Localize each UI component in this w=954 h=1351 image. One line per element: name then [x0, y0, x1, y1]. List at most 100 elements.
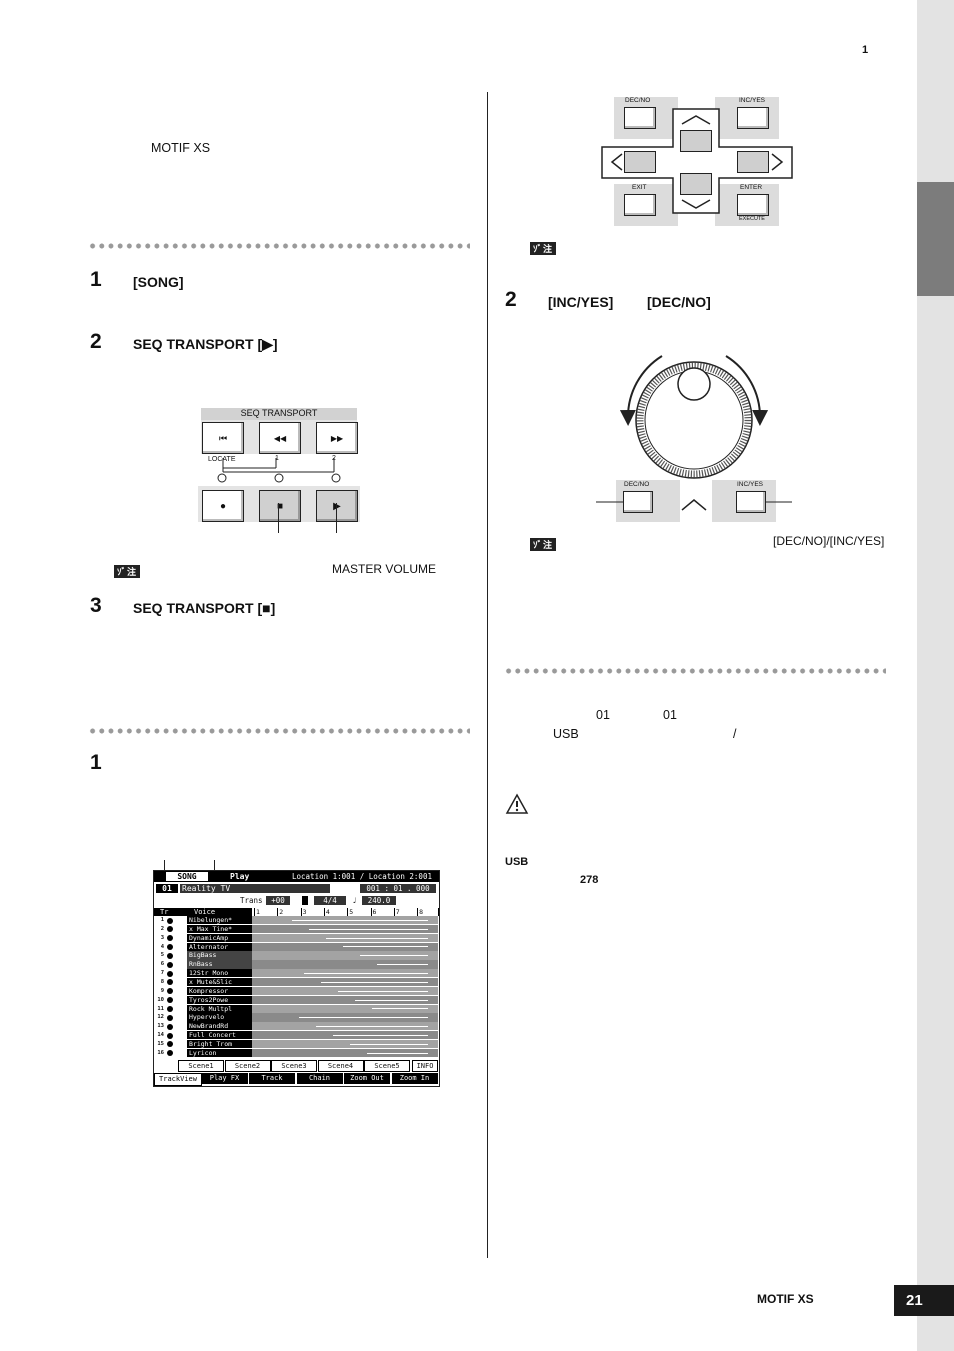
note-badge: ｿﾞ注	[530, 538, 557, 551]
lcd-track-number: 9	[160, 987, 164, 994]
rewind-button[interactable]: ◀◀	[259, 422, 301, 454]
lcd-track-number: 10	[157, 996, 164, 1003]
lcd-track-status-icon	[167, 1050, 173, 1057]
lcd-info-button[interactable]: INFO	[412, 1060, 438, 1072]
play-button[interactable]: ▶	[316, 490, 358, 522]
lcd-tab[interactable]: Play FX	[201, 1073, 248, 1084]
lcd-track-event	[333, 1034, 428, 1036]
lcd-track-event	[321, 981, 428, 983]
lcd-track-lane	[252, 951, 438, 960]
lcd-track-status-icon	[167, 970, 173, 977]
cursor-right-button[interactable]	[737, 151, 769, 173]
lcd-song-number: 01	[156, 884, 178, 893]
lcd-tab[interactable]: Zoom Out	[344, 1073, 390, 1084]
lcd-track-number: 3	[160, 934, 164, 941]
cursor-down-button[interactable]	[680, 173, 712, 195]
exit-button[interactable]	[624, 194, 656, 216]
lcd-tab[interactable]: Chain	[296, 1073, 343, 1084]
note-text: [DEC/NO]/[INC/YES]	[773, 534, 885, 548]
intro-text: MOTIF XS	[151, 141, 211, 155]
lcd-track-event	[316, 1026, 428, 1028]
forward-button[interactable]: ▶▶	[316, 422, 358, 454]
lcd-track-voice[interactable]: Alternator	[187, 942, 253, 951]
lcd-track-lane	[252, 1048, 438, 1057]
lcd-track-voice[interactable]: x Mute&Slic	[187, 977, 253, 987]
top-button-icon[interactable]: ⏮	[202, 422, 244, 454]
lcd-track-number: 2	[160, 925, 164, 932]
lcd-scene-button[interactable]: Scene4	[317, 1060, 364, 1072]
lcd-tab[interactable]: Zoom In	[391, 1073, 438, 1084]
lcd-track-event	[343, 946, 428, 948]
lcd-track-voice[interactable]: Full Concert	[187, 1031, 253, 1040]
lcd-mode: SONG	[166, 872, 208, 881]
lcd-track-voice[interactable]: Nibelungen*	[187, 916, 253, 925]
enter-button[interactable]	[737, 194, 769, 216]
step-number: 1	[90, 268, 102, 291]
lcd-track-voice[interactable]: Rock Multpl	[187, 1004, 253, 1013]
chapter-number: 1	[862, 44, 869, 56]
warning-usb: USB	[505, 856, 529, 868]
callout-line	[164, 860, 165, 874]
lcd-track-voice[interactable]: Lyricon	[187, 1048, 253, 1057]
lcd-track-voice[interactable]: 12Str Mono	[187, 969, 253, 978]
lcd-track-status-icon	[167, 997, 173, 1004]
cursor-left-button[interactable]	[624, 151, 656, 173]
dial-inc-button[interactable]	[736, 491, 766, 513]
lcd-track-voice[interactable]: NewBrandRd	[187, 1022, 253, 1031]
section-divider	[504, 668, 886, 674]
lcd-tab[interactable]: TrackView	[154, 1073, 202, 1086]
lcd-track-voice[interactable]: BigBass	[187, 951, 253, 960]
lcd-scene-button[interactable]: Scene1	[178, 1060, 224, 1072]
lcd-track-number: 1	[160, 917, 164, 923]
lcd-track-status-icon	[167, 961, 173, 968]
callout-line	[278, 503, 279, 533]
lcd-bar-number: 3	[300, 908, 307, 916]
footer-label: MOTIF XS	[757, 1292, 814, 1306]
lcd-track-number: 6	[160, 961, 164, 968]
dial-dec-label: DEC/NO	[624, 481, 650, 488]
lcd-track-event	[299, 1017, 428, 1019]
inc-yes-button[interactable]	[737, 107, 769, 129]
lcd-track-status-icon	[167, 952, 173, 959]
lcd-trans-label: Trans	[240, 896, 263, 905]
lcd-track-voice[interactable]: RnBass	[187, 960, 253, 969]
lcd-track-status-icon	[167, 988, 173, 995]
stop-button[interactable]: ■	[259, 490, 301, 522]
lcd-col-voice: Voice	[194, 908, 216, 916]
lcd-tab[interactable]: Track	[249, 1073, 295, 1084]
lcd-track-number: 5	[160, 952, 164, 959]
lcd-track-voice[interactable]: x Max Tine*	[187, 924, 253, 934]
paragraph-usb: USB	[553, 727, 579, 741]
lcd-track-number: 13	[157, 1023, 164, 1030]
step-label-dec: [DEC/NO]	[647, 294, 711, 310]
lcd-track-voice[interactable]: Bright Trom	[187, 1039, 253, 1049]
transport-title: SEQ TRANSPORT	[240, 408, 318, 418]
step-number: 1	[90, 751, 102, 774]
lcd-trans-value: +00	[266, 896, 290, 905]
lcd-track-voice[interactable]: Tyros2Powe	[187, 995, 253, 1004]
record-button[interactable]: ●	[202, 490, 244, 522]
cursor-up-button[interactable]	[680, 130, 712, 152]
lcd-track-event	[377, 964, 428, 966]
paragraph-value: 01	[663, 708, 677, 722]
lcd-scene-button[interactable]: Scene2	[224, 1060, 271, 1072]
locate-2-label: 2	[332, 455, 336, 462]
lcd-track-status-icon	[167, 926, 173, 933]
data-dial-illustration: DEC/NO INC/YES	[594, 348, 794, 526]
lcd-scene-button[interactable]: Scene5	[364, 1060, 410, 1072]
lcd-track-voice[interactable]: DynamicAmp	[187, 933, 253, 942]
dec-no-button[interactable]	[624, 107, 656, 129]
lcd-track-number: 12	[157, 1014, 164, 1021]
lcd-track-voice[interactable]: Hypervelo	[187, 1013, 253, 1022]
lcd-track-status-icon	[167, 917, 173, 924]
lcd-track-voice[interactable]: Kompressor	[187, 986, 253, 996]
lcd-track-event	[372, 1008, 428, 1010]
warning-icon	[505, 793, 529, 815]
step-label: SEQ TRANSPORT [■]	[133, 600, 276, 616]
step-label-inc: [INC/YES]	[548, 294, 614, 310]
note-badge: ｿﾞ注	[114, 565, 141, 578]
lcd-scene-button[interactable]: Scene3	[271, 1060, 317, 1072]
dial-dec-button[interactable]	[623, 491, 653, 513]
section-divider	[88, 728, 470, 734]
section-divider	[88, 243, 470, 249]
